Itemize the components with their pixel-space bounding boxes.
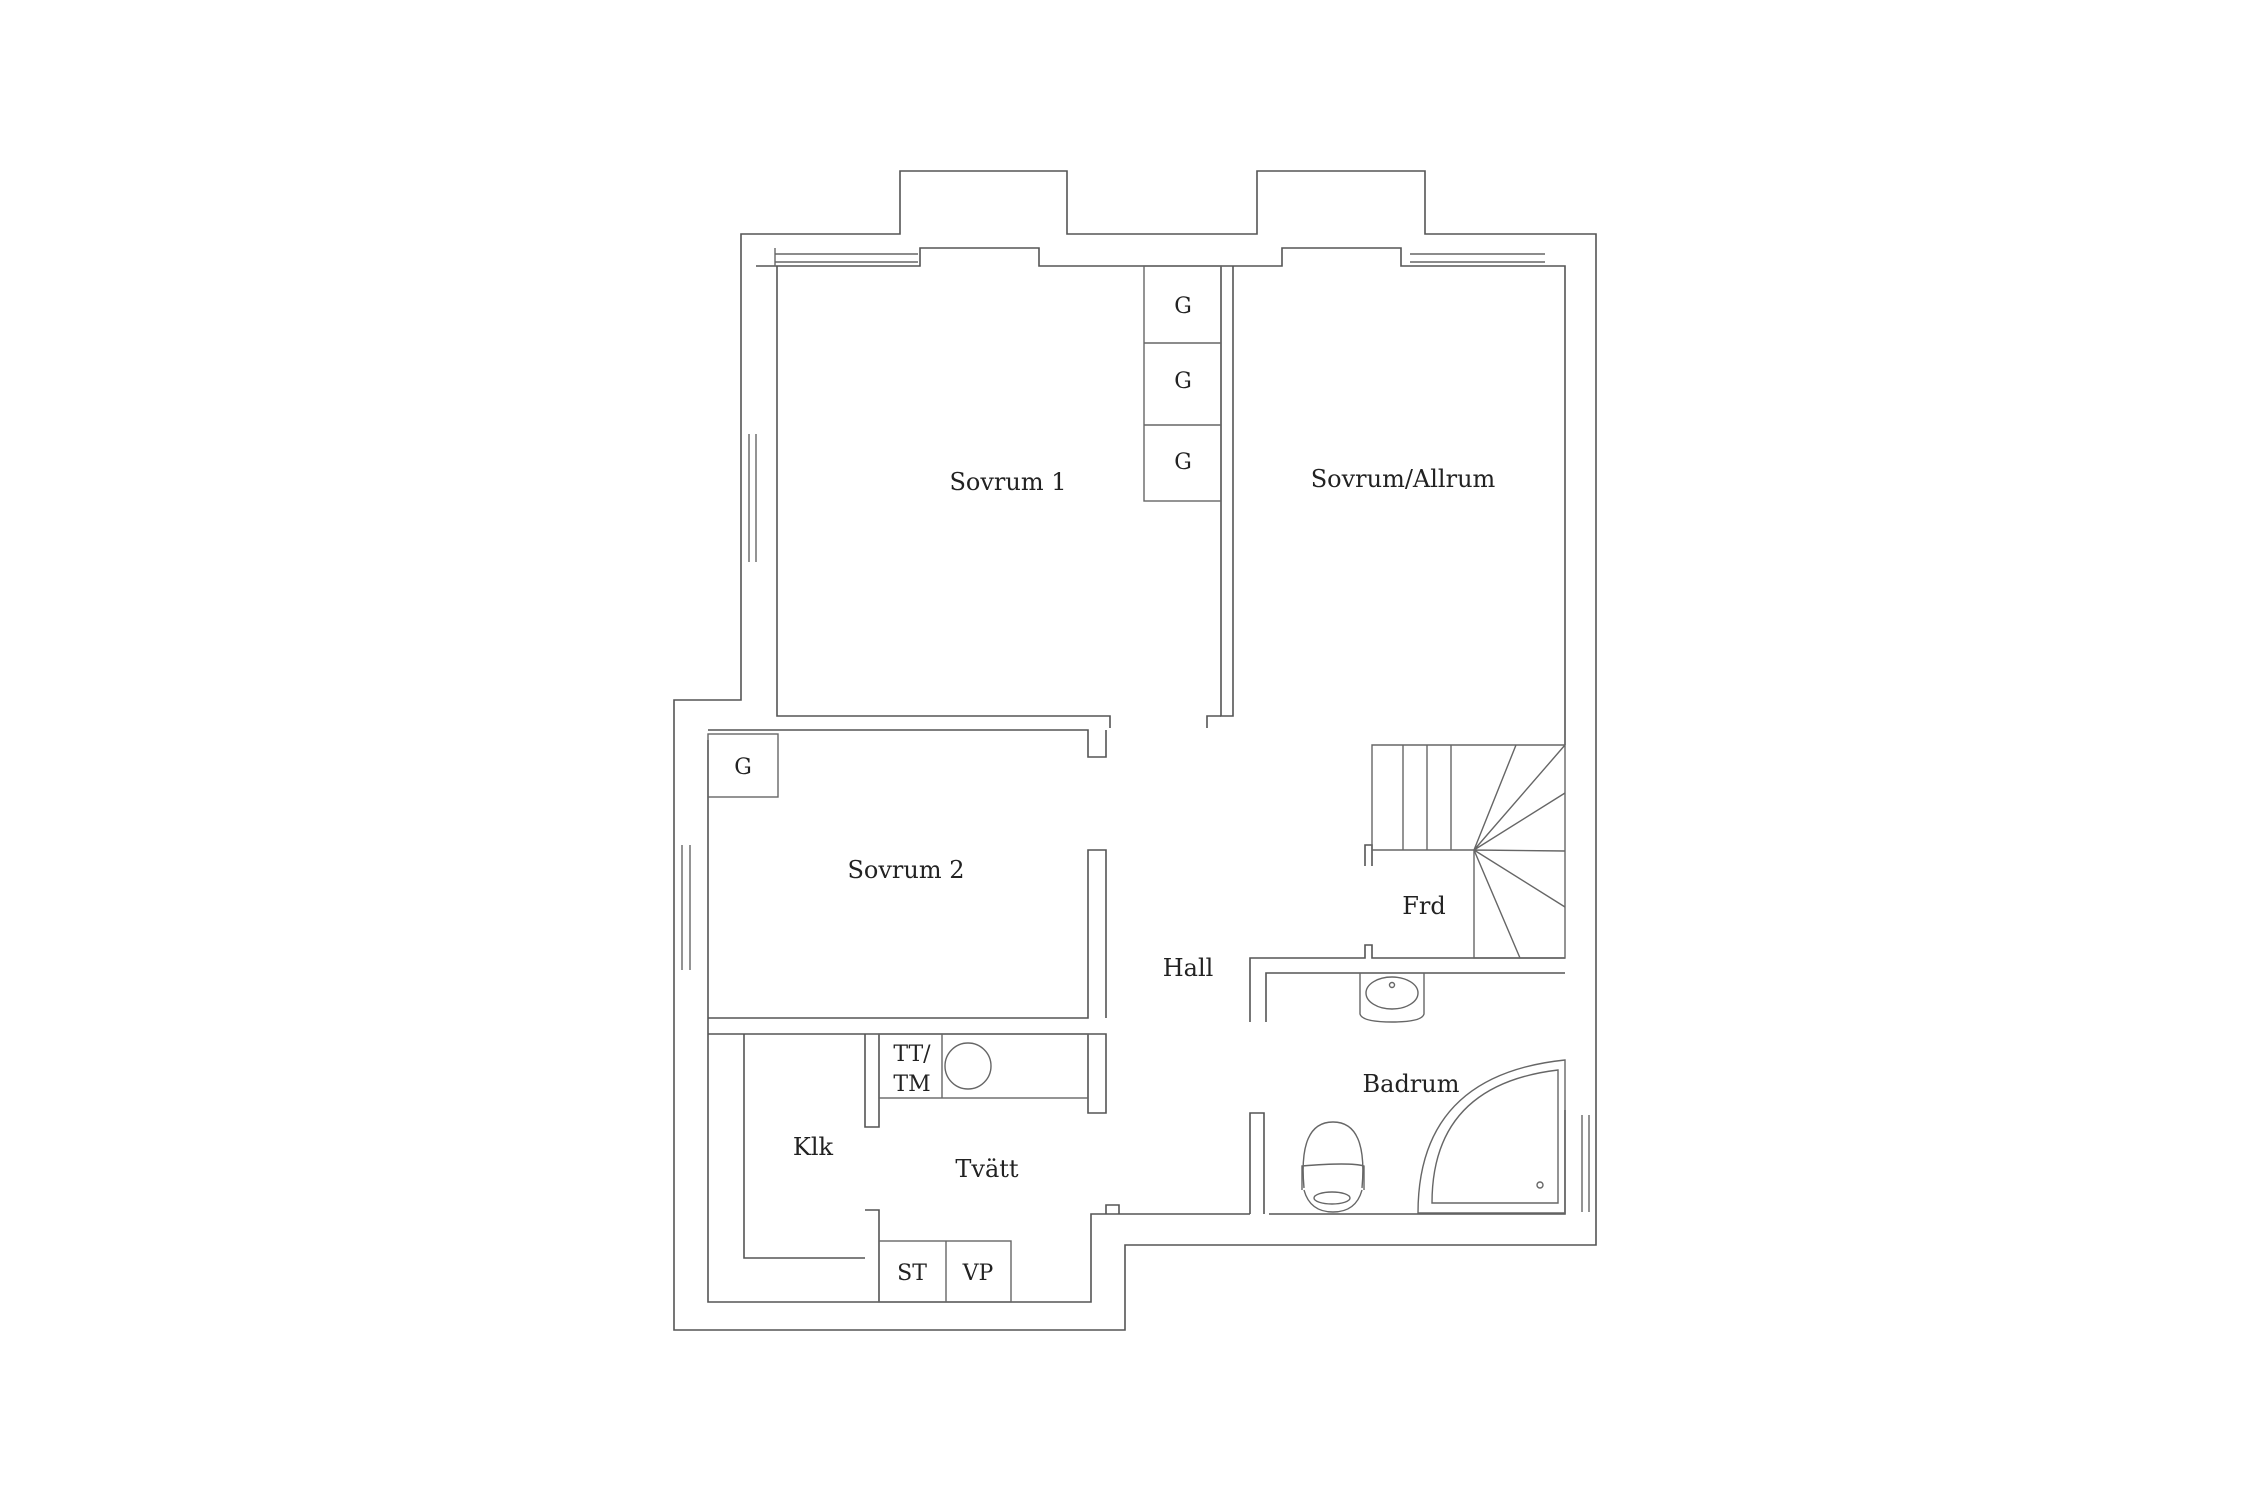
wardrobes xyxy=(707,265,1222,798)
windows xyxy=(681,248,1590,1212)
room-labels: Sovrum 1 Sovrum/Allrum Sovrum 2 Hall Frd… xyxy=(793,465,1496,1183)
room-label-sovrum-2: Sovrum 2 xyxy=(847,856,964,884)
tumble-dryer-label-line-2: TM xyxy=(893,1072,930,1097)
laundry-fixtures xyxy=(878,1033,1089,1303)
wardrobe-label: G xyxy=(1174,450,1192,475)
vp-label: VP xyxy=(962,1261,994,1286)
room-label-klk: Klk xyxy=(793,1133,834,1161)
room-label-hall: Hall xyxy=(1163,954,1214,982)
wardrobe-label: G xyxy=(734,755,752,780)
room-label-badrum: Badrum xyxy=(1363,1070,1460,1098)
wardrobe-label: G xyxy=(1174,369,1192,394)
room-label-tvatt: Tvätt xyxy=(955,1155,1019,1183)
interior-walls xyxy=(708,266,1565,1302)
fixture-labels: G G G G TT/ TM ST VP xyxy=(734,294,1192,1286)
wardrobe-label: G xyxy=(1174,294,1192,319)
bathroom-fixtures xyxy=(1301,973,1566,1214)
st-label: ST xyxy=(897,1261,927,1286)
staircase xyxy=(1371,744,1566,959)
room-label-sovrum-1: Sovrum 1 xyxy=(949,468,1066,496)
room-label-sovrum-allrum: Sovrum/Allrum xyxy=(1311,465,1496,493)
room-label-frd: Frd xyxy=(1402,892,1446,920)
tumble-dryer-label-line-1: TT/ xyxy=(893,1042,931,1067)
